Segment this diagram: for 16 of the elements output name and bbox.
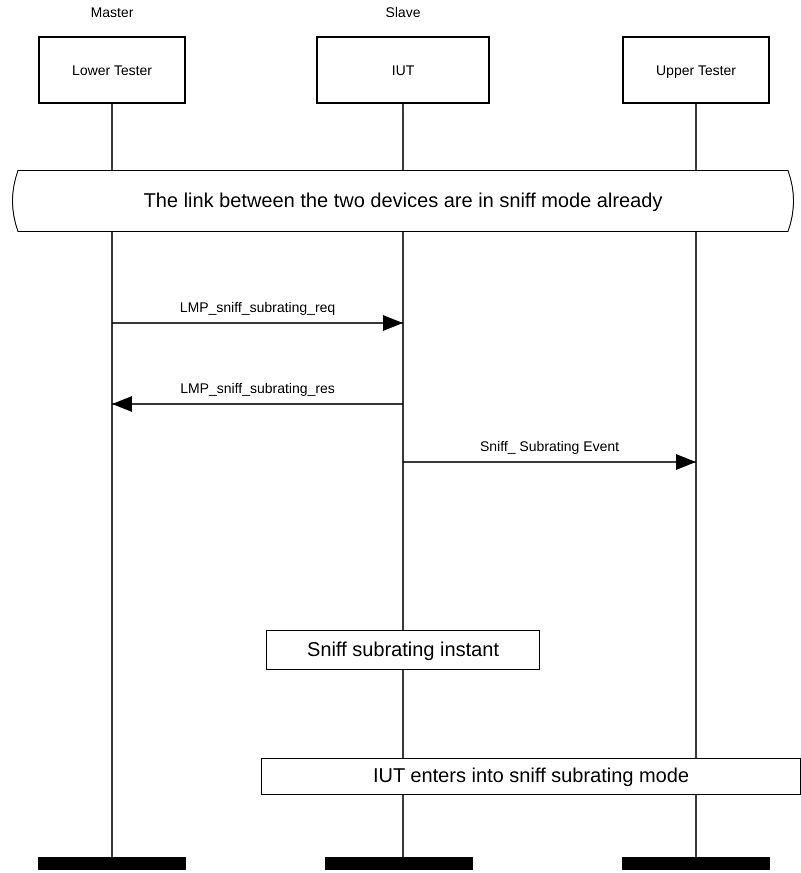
message-label: LMP_sniff_subrating_req [180,299,336,315]
participant-name: IUT [390,62,416,78]
message-arrow [112,315,403,331]
role-label: Master [90,4,134,20]
message-arrow [403,454,696,470]
note-text: IUT enters into sniff subrating mode [372,765,690,788]
message-arrow [112,396,403,412]
participant-name: Upper Tester [655,62,737,78]
message-label: LMP_sniff_subrating_res [180,380,335,396]
message-label: Sniff_ Subrating Event [480,438,620,454]
participant-name: Lower Tester [71,62,153,78]
note-box [261,758,801,795]
note-box [266,630,540,670]
note-text: Sniff subrating instant [306,638,500,662]
role-label: Slave [384,4,422,20]
note-text: The link between the two devices are in sniff mode already [142,190,664,212]
